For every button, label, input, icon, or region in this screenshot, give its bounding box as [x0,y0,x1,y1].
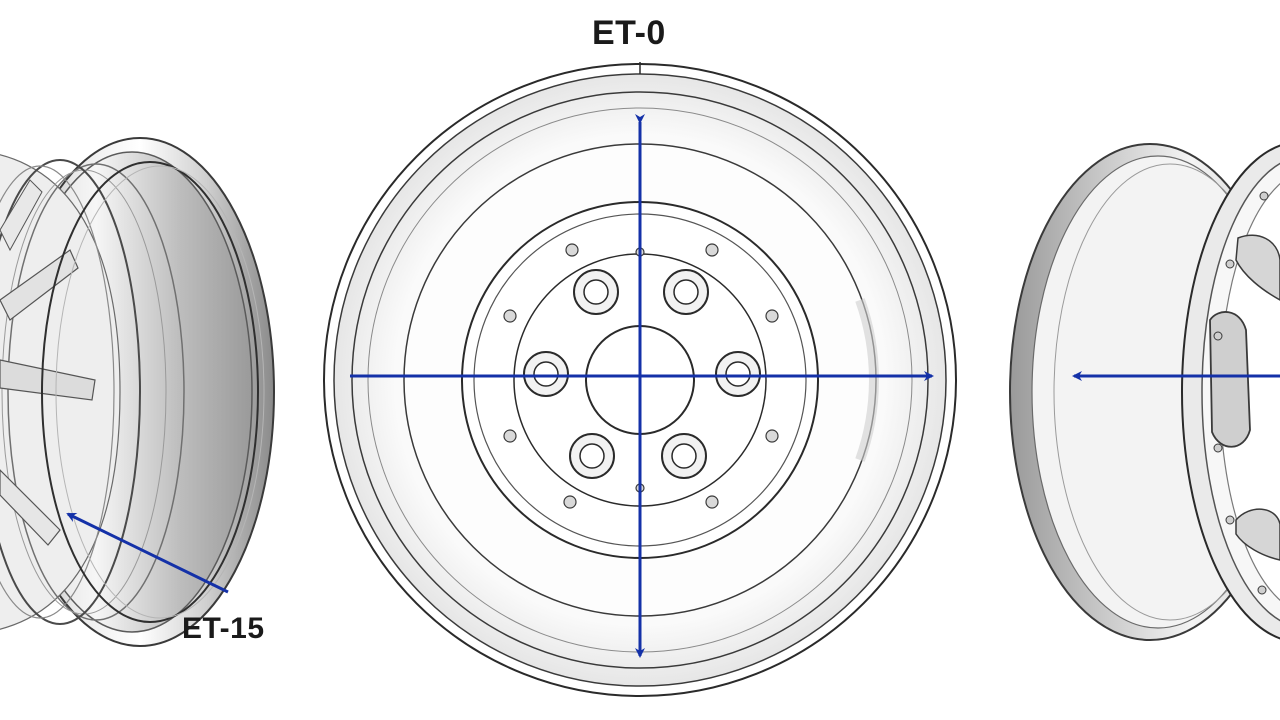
measurement-arrows [350,114,934,658]
center-offset-label: ET-0 [592,14,666,52]
left-wheel-side-view [0,137,275,647]
left-offset-label: ET-15 [182,612,265,645]
right-wheel-side-view [1009,143,1280,641]
small-bolts [503,243,779,509]
left-offset-arrow [66,512,229,594]
lug-holes [523,269,761,479]
center-wheel-front-view [323,62,957,697]
